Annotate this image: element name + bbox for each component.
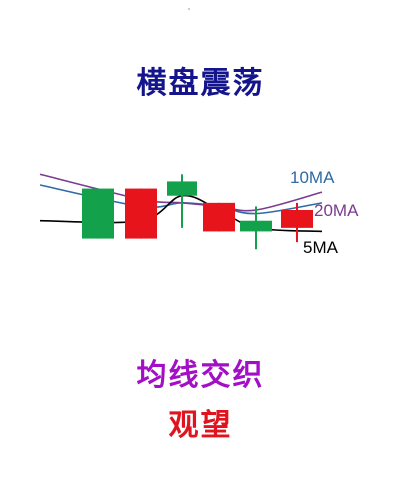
caption-line-1: 均线交织 <box>136 358 265 393</box>
candle-body-5 <box>240 220 272 232</box>
stray-dot <box>188 8 190 10</box>
legend-label-20ma: 20MA <box>314 201 359 220</box>
candle-body-6 <box>281 210 313 228</box>
candle-body-2 <box>125 188 157 239</box>
ma-candlestick-chart: 10MA 20MA 5MA <box>39 168 359 257</box>
legend-label-10ma: 10MA <box>290 168 335 187</box>
caption-line-2: 观望 <box>168 408 233 443</box>
page-title: 横盘震荡 <box>136 66 265 101</box>
candle-body-1 <box>82 188 114 239</box>
ma-line-20ma <box>39 173 323 212</box>
candle-body-3 <box>167 181 197 196</box>
candle-body-4 <box>203 202 235 232</box>
legend-label-5ma: 5MA <box>303 238 339 257</box>
